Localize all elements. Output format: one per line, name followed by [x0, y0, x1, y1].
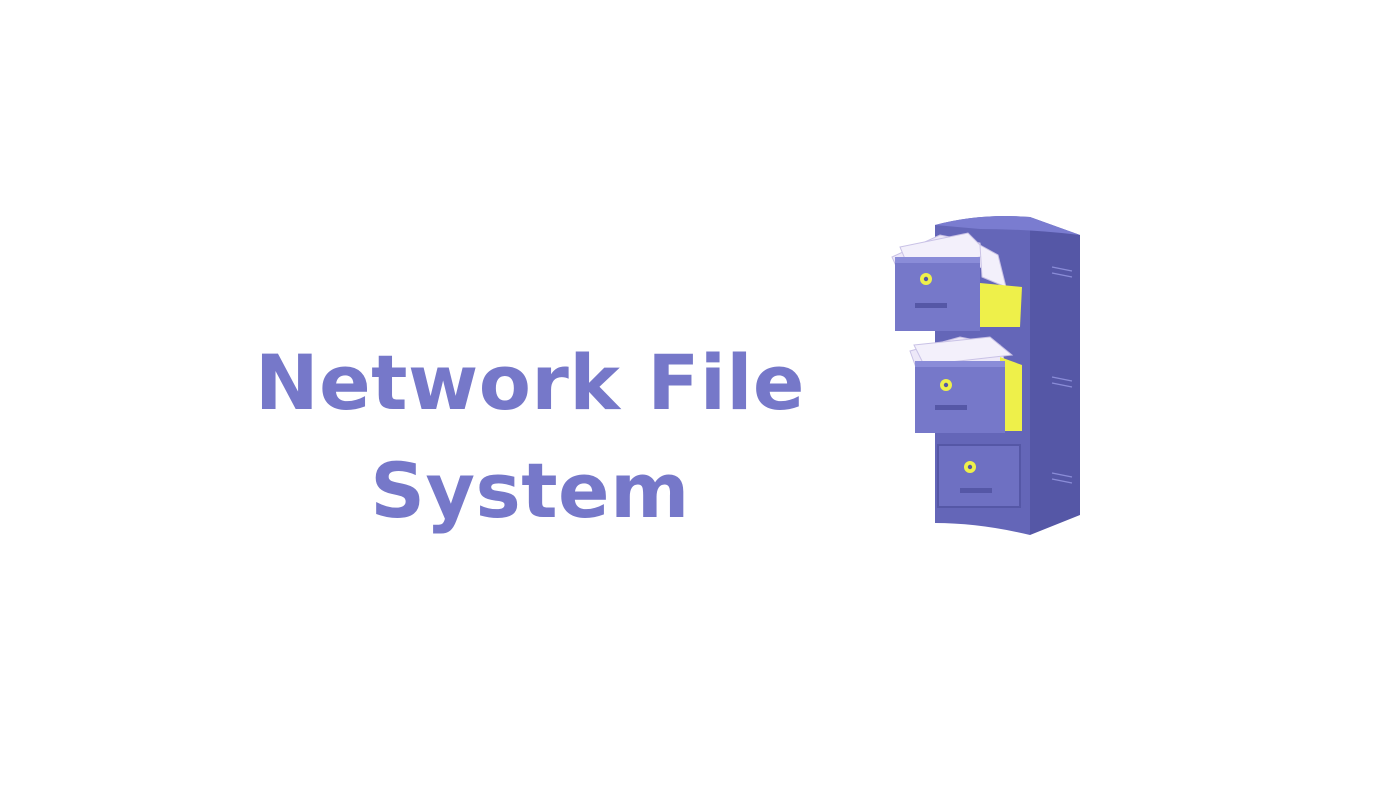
title-line-1: Network File: [255, 337, 805, 427]
page-title: Network File System: [230, 329, 830, 545]
middle-drawer: [909, 336, 1022, 433]
filing-cabinet-icon: [891, 216, 1080, 535]
bottom-drawer: [937, 444, 1021, 508]
title-line-2: System: [370, 445, 690, 535]
top-drawer: [891, 232, 1022, 331]
